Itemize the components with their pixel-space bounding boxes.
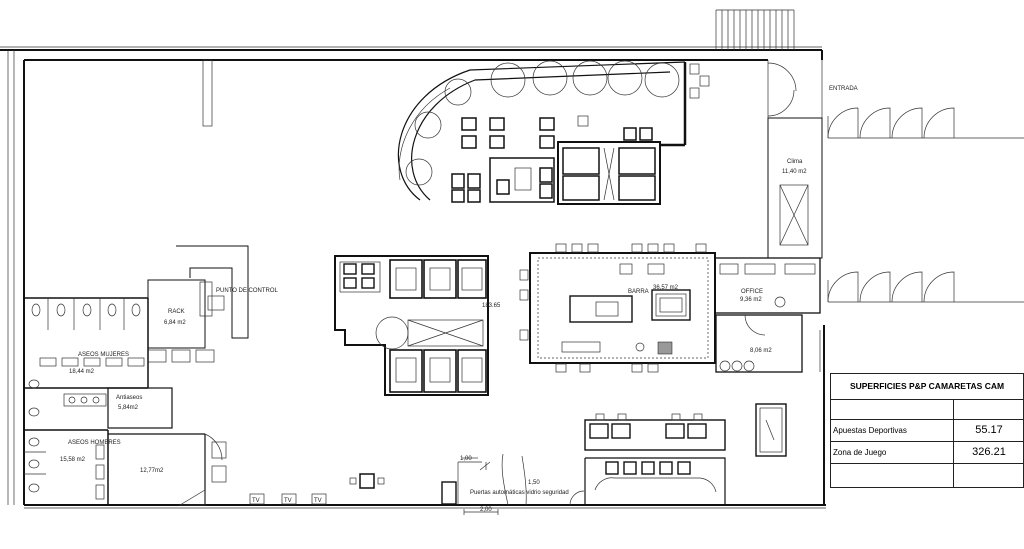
rack-label: RACK <box>168 309 185 315</box>
dimension-label: 183.65 <box>482 303 501 309</box>
entrance-label: ENTRADA <box>829 86 858 92</box>
clima-label: Clima <box>787 159 803 165</box>
lower-table <box>349 473 385 489</box>
sports-betting-area <box>569 403 787 506</box>
clima-area: 11,40 m2 <box>782 169 807 175</box>
dimension-3-label: 2,00 <box>480 507 492 513</box>
auto-doors-label: Puertas automáticas vidrio seguridad <box>470 490 569 496</box>
top-right-railing <box>715 9 795 50</box>
bar-counter <box>519 243 716 373</box>
bar-label: BARRA <box>628 289 649 295</box>
central-gaming-cluster <box>334 255 489 396</box>
storage-area: 12,77m2 <box>140 468 164 474</box>
tv-label-1: TV <box>252 498 260 504</box>
office-label: OFFICE <box>741 289 763 295</box>
summary-row-value: 55.17 <box>953 420 1024 441</box>
tv-label-3: TV <box>314 498 322 504</box>
summary-row: Apuestas Deportivas 55.17 <box>831 420 1023 442</box>
men-toilets-label: ASEOS HOMBRES <box>68 440 121 446</box>
automatic-doors <box>441 453 527 515</box>
control-point-label: PUNTO DE CONTROL <box>216 288 279 294</box>
women-toilets-label: ASEOS MUJERES <box>78 352 129 358</box>
lounge-curved-booth <box>397 60 710 201</box>
summary-divider <box>953 399 954 487</box>
back-room <box>715 314 803 373</box>
rack-and-control <box>147 245 249 363</box>
surface-summary-table: SUPERFICIES P&P CAMARETAS CAM Apuestas D… <box>830 373 1024 488</box>
summary-row-value: 326.21 <box>953 442 1024 463</box>
men-toilets <box>24 379 109 505</box>
summary-title: SUPERFICIES P&P CAMARETAS CAM <box>831 374 1023 400</box>
tv-units <box>249 493 327 505</box>
tv-label-2: TV <box>284 498 292 504</box>
antechamber-area: 5,84m2 <box>118 405 139 411</box>
summary-row-name: Apuestas Deportivas <box>833 426 907 435</box>
men-toilets-area: 15,58 m2 <box>60 457 86 463</box>
summary-header-row <box>831 399 1023 420</box>
building-shell <box>0 9 826 509</box>
women-toilets-area: 18,44 m2 <box>69 369 95 375</box>
clima-room <box>767 117 823 259</box>
entrance-doors <box>767 60 1024 303</box>
office-room <box>714 257 821 314</box>
dimension-2-label: 1,50 <box>528 480 540 486</box>
storage-room <box>108 433 227 506</box>
antechamber <box>63 387 173 429</box>
rack-area: 6,84 m2 <box>164 320 186 326</box>
summary-row-name: Zona de Juego <box>833 448 887 457</box>
office-area: 9,36 m2 <box>740 297 762 303</box>
upper-table-cluster <box>451 117 661 205</box>
back-room-area: 8,06 m2 <box>750 348 772 354</box>
antechamber-label: Antiaseos <box>116 395 142 401</box>
dimension-1-label: 1,00 <box>460 456 472 462</box>
bar-area: 36,57 m2 <box>653 285 679 291</box>
summary-row: Zona de Juego 326.21 <box>831 442 1023 464</box>
